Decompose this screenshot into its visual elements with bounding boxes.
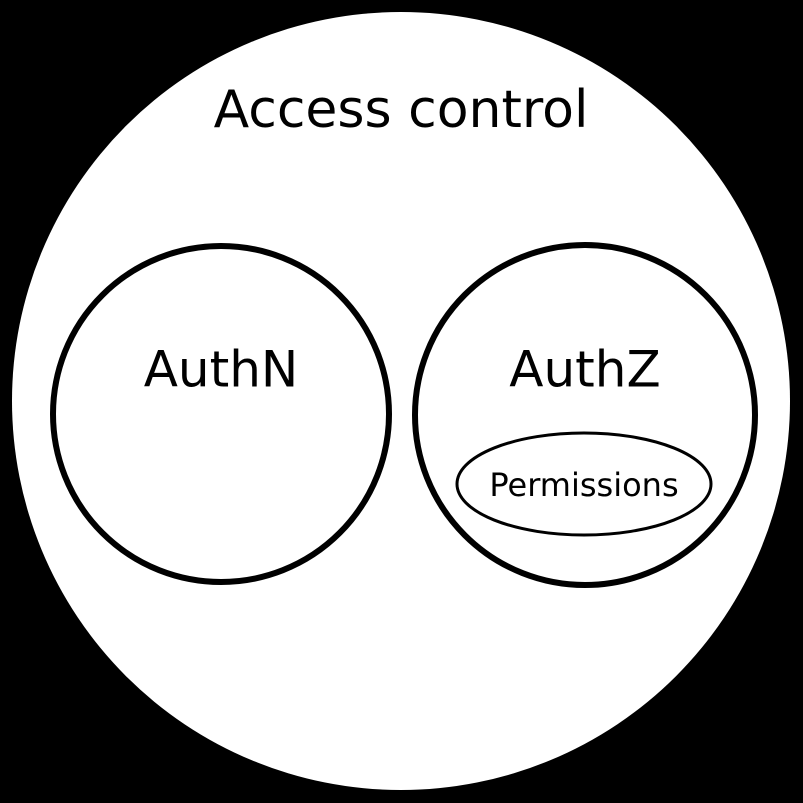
authn-label: AuthN — [144, 341, 299, 399]
authz-label: AuthZ — [509, 341, 660, 399]
authn-circle[interactable] — [50, 243, 392, 585]
permissions-label: Permissions — [489, 466, 678, 504]
authz-circle[interactable] — [412, 242, 758, 588]
access-control-circle[interactable] — [12, 12, 790, 790]
permissions-ellipse[interactable] — [455, 431, 713, 537]
access-control-label: Access control — [214, 80, 589, 140]
